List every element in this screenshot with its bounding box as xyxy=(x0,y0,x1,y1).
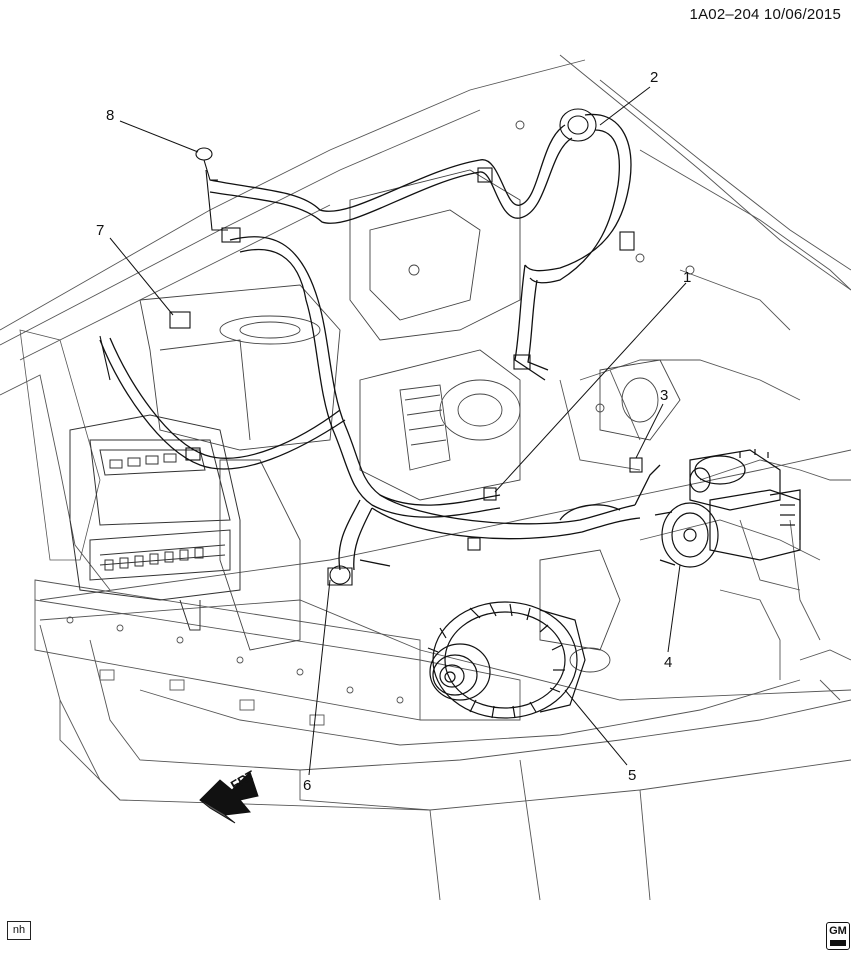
callout-2: 2 xyxy=(650,69,659,86)
body-structure xyxy=(0,54,851,901)
illustrator-tag: nh xyxy=(7,921,31,940)
callout-6: 6 xyxy=(303,777,312,794)
drawing-code-date: 1A02–204 10/06/2015 xyxy=(689,6,841,23)
engine-components xyxy=(349,120,695,673)
front-arrow-icon xyxy=(199,771,259,824)
callout-1: 1 xyxy=(683,269,692,286)
connectors xyxy=(99,108,643,586)
gm-logo: GM xyxy=(826,922,850,950)
callout-8: 8 xyxy=(106,107,115,124)
callout-5: 5 xyxy=(628,767,637,784)
callout-7: 7 xyxy=(96,222,105,239)
callout-4: 4 xyxy=(664,654,673,671)
gm-logo-bar xyxy=(830,940,846,946)
front-panel xyxy=(19,329,521,726)
alternator xyxy=(427,601,586,719)
wiring-harness xyxy=(99,113,661,571)
callout-leaders xyxy=(109,86,687,776)
starter-motor xyxy=(654,449,801,568)
gm-logo-text: GM xyxy=(829,925,847,937)
callout-3: 3 xyxy=(660,387,669,404)
radiator-shroud xyxy=(139,284,341,651)
fuse-block xyxy=(69,414,241,631)
